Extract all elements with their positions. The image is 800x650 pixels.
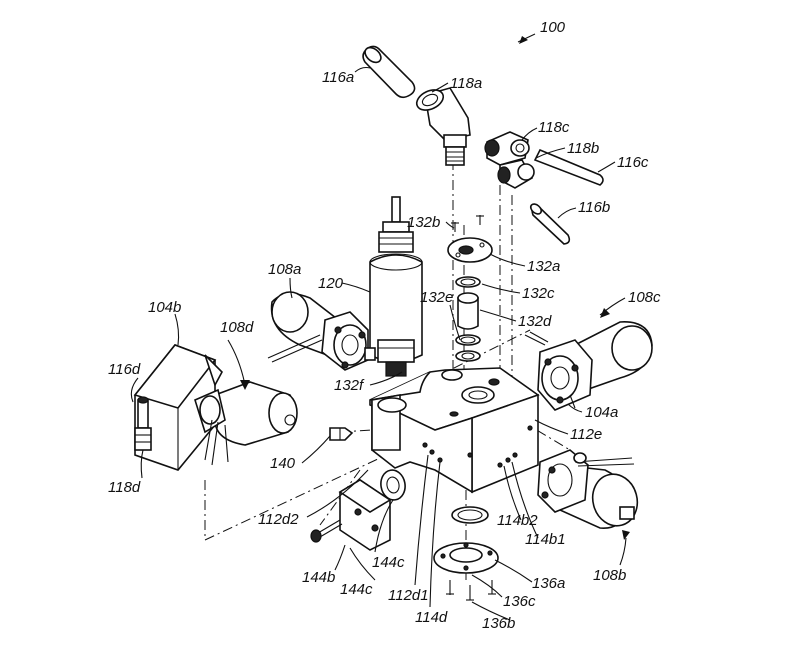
tube-116a bbox=[362, 45, 416, 99]
leader-lines bbox=[130, 33, 627, 621]
label-112d2: 112d2 bbox=[258, 511, 299, 528]
solenoid-valve-108d bbox=[194, 381, 298, 466]
tube-116c bbox=[533, 148, 604, 186]
label-132c: 132c bbox=[522, 285, 555, 302]
label-144c-upper: 144c bbox=[372, 554, 405, 571]
label-116a: 116a bbox=[322, 69, 355, 86]
seal-ring bbox=[451, 506, 489, 524]
elbow-fitting-118a bbox=[415, 87, 471, 166]
label-118d: 118d bbox=[108, 479, 141, 496]
plate-132a bbox=[447, 237, 493, 263]
label-108b: 108b bbox=[593, 567, 627, 584]
label-100: 100 bbox=[540, 19, 566, 36]
label-108d: 108d bbox=[220, 319, 254, 336]
solenoid-valve-108b bbox=[537, 449, 639, 529]
screw-144b bbox=[310, 519, 343, 543]
screws-132b bbox=[451, 215, 484, 232]
solenoid-valve-108a bbox=[267, 291, 376, 371]
spacer-132d bbox=[457, 292, 479, 330]
label-108a: 108a bbox=[268, 261, 302, 278]
label-108c: 108c bbox=[628, 289, 661, 306]
label-116c: 116c bbox=[617, 154, 649, 171]
label-144b: 144b bbox=[302, 569, 336, 586]
fitting-118d bbox=[134, 396, 152, 451]
label-132e: 132e bbox=[420, 289, 454, 306]
label-112e: 112e bbox=[570, 426, 603, 443]
screws-136 bbox=[446, 580, 496, 601]
label-114d: 114d bbox=[415, 609, 448, 626]
label-140: 140 bbox=[270, 455, 296, 472]
label-132a: 132a bbox=[527, 258, 561, 275]
fitting-118c bbox=[484, 131, 530, 166]
label-114b1: 114b1 bbox=[525, 531, 566, 548]
ring-132e bbox=[455, 334, 481, 362]
label-114b2: 114b2 bbox=[497, 512, 538, 529]
label-132d: 132d bbox=[518, 313, 552, 330]
label-118b: 118b bbox=[567, 140, 600, 157]
label-118c: 118c bbox=[538, 119, 570, 136]
label-132b: 132b bbox=[407, 214, 441, 231]
ring-132c bbox=[455, 276, 481, 288]
accumulator-120 bbox=[369, 196, 423, 377]
solenoid-valve-108c bbox=[524, 321, 653, 411]
label-112d1: 112d1 bbox=[388, 587, 429, 604]
arrowhead-108b bbox=[622, 530, 630, 540]
plug-140 bbox=[329, 427, 354, 441]
label-120: 120 bbox=[318, 275, 344, 292]
label-136a: 136a bbox=[532, 575, 566, 592]
label-104b: 104b bbox=[148, 299, 182, 316]
label-116d: 116d bbox=[108, 361, 141, 378]
bottom-plate-136a bbox=[433, 542, 499, 574]
label-132f: 132f bbox=[334, 377, 364, 394]
tube-116b bbox=[529, 203, 571, 245]
arrowhead-100 bbox=[519, 36, 528, 44]
fitting-118b bbox=[497, 159, 535, 189]
label-136b: 136b bbox=[482, 615, 516, 632]
label-116b: 116b bbox=[578, 199, 611, 216]
label-104a: 104a bbox=[585, 404, 619, 421]
cover-plate-144c bbox=[338, 479, 392, 551]
label-118a: 118a bbox=[450, 75, 483, 92]
manifold-block bbox=[369, 367, 540, 501]
arrowhead-108c bbox=[600, 308, 610, 318]
label-136c: 136c bbox=[503, 593, 536, 610]
arrowhead-108d bbox=[240, 380, 250, 390]
label-144c-lower: 144c bbox=[340, 581, 373, 598]
